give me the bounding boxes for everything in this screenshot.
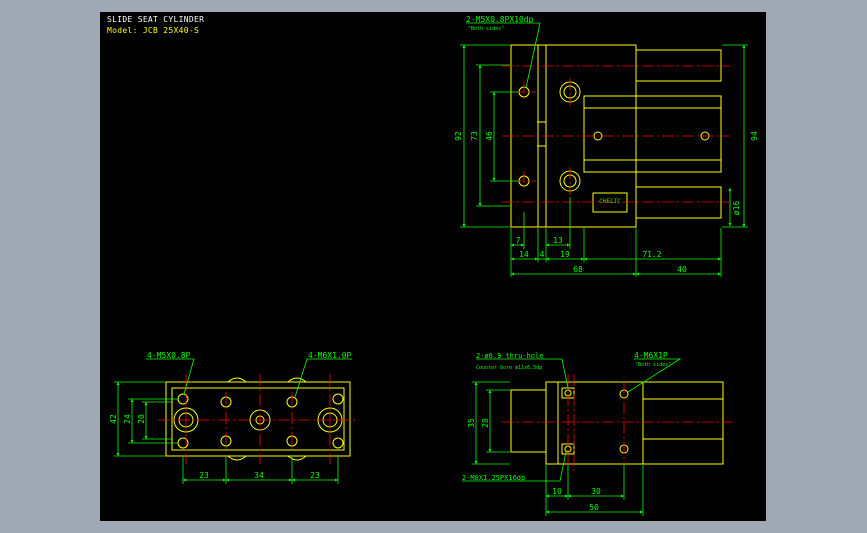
dim-73: 73 bbox=[470, 131, 479, 141]
dim-42: 42 bbox=[109, 414, 118, 424]
front-view: 4-M5X0.8P 4-M6X1.0P 42 24 20 23 34 23 bbox=[109, 351, 358, 484]
dim-34: 34 bbox=[254, 471, 264, 480]
dim-19: 19 bbox=[560, 250, 570, 259]
side-view: 2-ø6.9 thru-hole Counter bore ø11x6.5dp … bbox=[462, 351, 732, 516]
dim-10: 10 bbox=[552, 487, 562, 496]
dim-40: 40 bbox=[677, 265, 687, 274]
callout-thru-hole: 2-ø6.9 thru-hole bbox=[476, 352, 543, 360]
drawing-title: SLIDE SEAT CYLINDER bbox=[107, 15, 205, 24]
dim-68: 68 bbox=[573, 265, 583, 274]
cheliclogo-text: CHELIC bbox=[599, 198, 621, 205]
callout-top-note: "Both sides" bbox=[468, 26, 504, 32]
dim-92: 92 bbox=[454, 131, 463, 141]
callout-top-m5: 2-M5X0.8PX10dp bbox=[466, 15, 534, 24]
callout-m8: 2-M8X1.25PX16dp bbox=[462, 474, 525, 482]
callout-m6-side: 4-M6X1P bbox=[634, 351, 668, 360]
side-view-centerlines bbox=[502, 374, 732, 472]
dim-71-2: 71.2 bbox=[642, 250, 661, 259]
cad-drawing: CHELIC bbox=[109, 15, 759, 516]
top-view-centerlines bbox=[502, 65, 730, 203]
side-view-outline bbox=[510, 381, 724, 465]
callout-counter-bore: Counter bore ø11x6.5dp bbox=[476, 365, 542, 371]
front-view-centerlines bbox=[158, 374, 358, 464]
top-view-dimension-text: 2-M5X0.8PX10dp "Both sides" 92 73 46 94 … bbox=[454, 15, 759, 274]
dim-46: 46 bbox=[485, 131, 494, 141]
model-label: Model: JCB 25X40-S bbox=[107, 26, 200, 35]
dim-dia16: ø16 bbox=[732, 201, 741, 216]
dim-50: 50 bbox=[589, 503, 599, 512]
dim-13: 13 bbox=[553, 236, 563, 245]
dim-30: 30 bbox=[591, 487, 601, 496]
top-view-dimensions bbox=[460, 22, 748, 277]
dim-23-right: 23 bbox=[310, 471, 320, 480]
dim-94: 94 bbox=[750, 131, 759, 141]
dim-14: 14 bbox=[519, 250, 529, 259]
dim-7: 7 bbox=[516, 236, 521, 245]
dim-35: 35 bbox=[467, 418, 476, 428]
front-view-dimensions bbox=[114, 358, 352, 484]
dim-20: 20 bbox=[137, 414, 146, 424]
dim-23-left: 23 bbox=[199, 471, 209, 480]
front-view-dimension-text: 4-M5X0.8P 4-M6X1.0P 42 24 20 23 34 23 bbox=[109, 351, 352, 480]
dim-4: 4 bbox=[540, 250, 545, 259]
front-view-outline bbox=[165, 377, 351, 461]
callout-m6-front: 4-M6X1.0P bbox=[308, 351, 352, 360]
side-view-dimensions bbox=[462, 358, 682, 516]
callout-m5-front: 4-M5X0.8P bbox=[147, 351, 191, 360]
callout-m6-side-note: "Both sides" bbox=[635, 362, 671, 368]
drawing-canvas: SLIDE SEAT CYLINDER Model: JCB 25X40-S bbox=[100, 12, 766, 521]
dim-24: 24 bbox=[123, 414, 132, 424]
top-view: CHELIC bbox=[454, 15, 759, 277]
dim-28: 28 bbox=[481, 418, 490, 428]
side-view-dimension-text: 2-ø6.9 thru-hole Counter bore ø11x6.5dp … bbox=[462, 351, 671, 512]
